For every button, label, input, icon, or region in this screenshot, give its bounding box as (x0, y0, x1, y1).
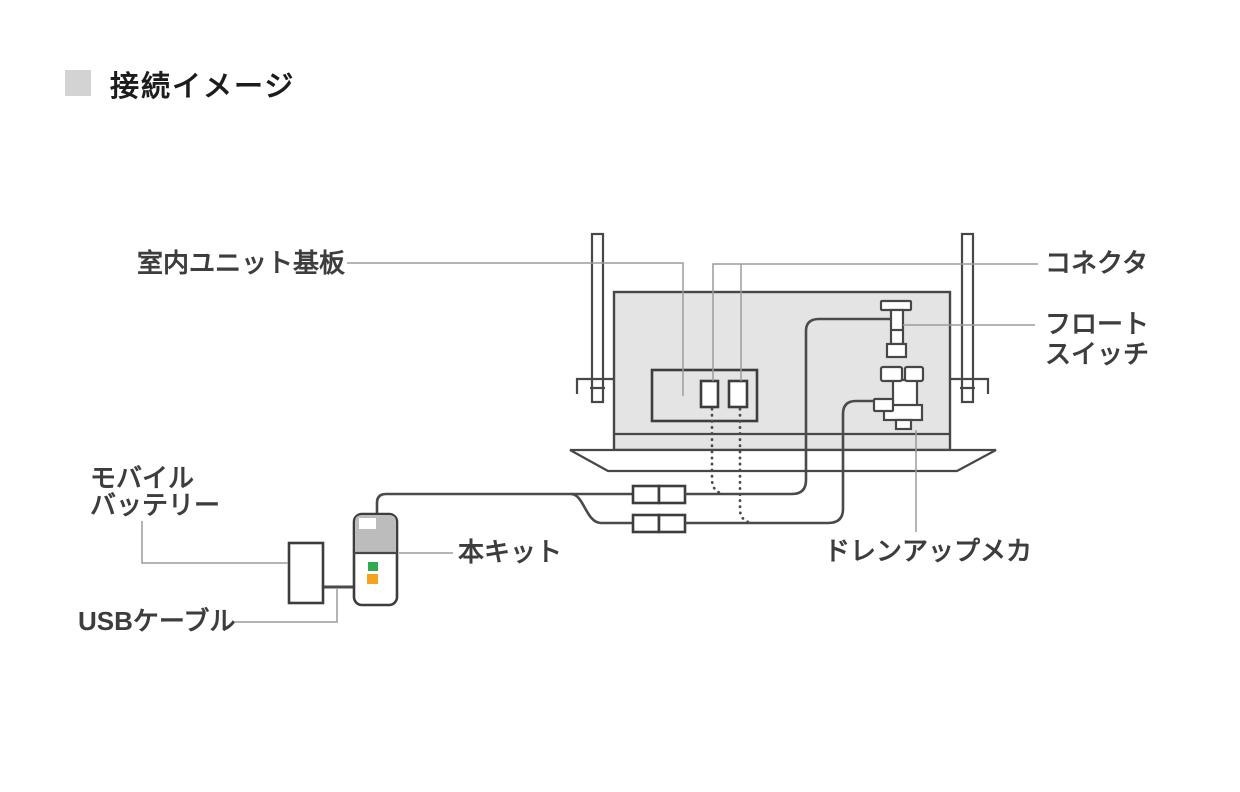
page-title: 接続イメージ (65, 69, 295, 103)
inline-connector-lower-right (657, 513, 687, 534)
drain-mech-wire (685, 399, 875, 525)
kit-device (352, 512, 399, 607)
drain-mech-side-tab (872, 397, 895, 413)
leader-mobile-battery (141, 521, 288, 564)
inline-connector-lower-left (631, 513, 661, 534)
mobile-battery (287, 541, 325, 605)
hanger-bolt-left (590, 232, 605, 404)
kit-window (359, 518, 376, 529)
leader-indoor-unit-board (347, 262, 684, 396)
kit-cable-upper (375, 492, 633, 515)
drain-mech-tab-left (879, 365, 904, 383)
hanger-bracket-left (575, 377, 614, 394)
float-switch-foot (885, 342, 908, 359)
page-title-text: 接続イメージ (110, 69, 295, 103)
label-indoor-unit-board: 室内ユニット基板 (137, 248, 345, 278)
drain-mech-nub (894, 418, 913, 431)
float-switch (879, 299, 913, 359)
hanger-bolt-right (960, 232, 975, 404)
float-switch-wire (685, 317, 891, 496)
connector-1-dashed-route (710, 407, 726, 496)
float-switch-cap (879, 299, 913, 312)
label-mobile-battery-line1: モバイル (90, 463, 194, 493)
label-connector: コネクタ (1045, 248, 1148, 278)
label-usb-cable: USBケーブル (78, 606, 235, 636)
hanger-bracket-right (950, 377, 990, 394)
labels: 室内ユニット基板 コネクタ フロート スイッチ ドレンアップメカ 本キット モバ… (78, 248, 1149, 636)
label-drain-up-mech: ドレンアップメカ (824, 536, 1032, 566)
leader-lines (141, 262, 1038, 623)
indoor-unit (569, 232, 997, 473)
label-this-kit: 本キット (458, 537, 562, 567)
drain-mech-tab-right (903, 365, 925, 383)
drain-mech-body (891, 378, 919, 409)
title-square-icon (65, 70, 91, 96)
kit-cable-branch (570, 492, 633, 525)
board-connector-2 (727, 379, 749, 409)
label-mobile-battery-line2: バッテリー (90, 490, 220, 520)
inline-connector-upper-left (631, 484, 661, 505)
float-switch-stem (889, 308, 905, 346)
connector-2-dashed-route (738, 407, 754, 525)
leader-connector (712, 263, 1038, 381)
label-float-switch-line2: スイッチ (1045, 339, 1149, 369)
board-connector-1 (699, 379, 720, 409)
kit-led-green (368, 562, 378, 571)
ceiling-panel (569, 448, 997, 473)
inline-connector-upper-right (657, 484, 687, 505)
leader-usb-cable (232, 589, 338, 623)
drain-up-mechanism (872, 365, 925, 431)
wiring (323, 317, 891, 589)
label-float-switch-line1: フロート (1045, 309, 1149, 339)
kit-led-orange (367, 574, 378, 584)
